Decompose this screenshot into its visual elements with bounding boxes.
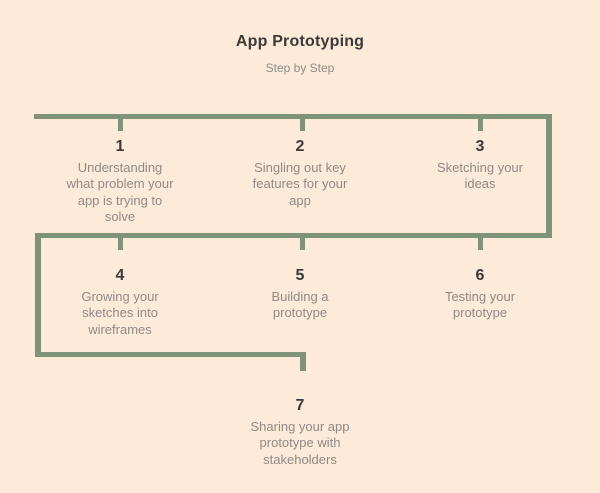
connector-bottom-line: [35, 352, 306, 357]
connector-left-vertical: [35, 233, 41, 357]
step-number: 2: [295, 138, 305, 155]
step-3: 3 Sketching your ideas: [395, 138, 565, 193]
step-number: 5: [295, 267, 305, 284]
step-number: 6: [475, 267, 485, 284]
step-2: 2 Singling out key features for your app: [215, 138, 385, 209]
step-4: 4 Growing your sketches into wireframes: [35, 267, 205, 338]
step-6: 6 Testing your prototype: [395, 267, 565, 322]
step-6-tick: [478, 233, 483, 250]
step-3-tick: [478, 114, 483, 131]
step-4-tick: [118, 233, 123, 250]
connector-right-vertical: [546, 114, 552, 238]
connector-end-tick: [300, 352, 306, 371]
step-5: 5 Building a prototype: [215, 267, 385, 322]
step-number: 1: [115, 138, 125, 155]
step-description: Sharing your app prototype with stakehol…: [250, 419, 350, 467]
step-description: Understanding what problem your app is t…: [66, 160, 174, 224]
step-7: 7 Sharing your app prototype with stakeh…: [215, 397, 385, 468]
connector-top-line: [34, 114, 552, 119]
step-description: Singling out key features for your app: [252, 160, 348, 208]
step-description: Sketching your ideas: [437, 160, 523, 192]
page-subtitle: Step by Step: [265, 61, 335, 75]
step-description: Growing your sketches into wireframes: [81, 289, 159, 337]
step-number: 7: [295, 397, 305, 414]
step-number: 4: [115, 267, 125, 284]
step-5-tick: [300, 233, 305, 250]
step-1: 1 Understanding what problem your app is…: [35, 138, 205, 225]
step-description: Building a prototype: [271, 289, 329, 321]
step-2-tick: [300, 114, 305, 131]
step-description: Testing your prototype: [444, 289, 516, 321]
connector-middle-line: [35, 233, 552, 238]
step-1-tick: [118, 114, 123, 131]
step-number: 3: [475, 138, 485, 155]
page-title: App Prototyping: [235, 33, 365, 50]
